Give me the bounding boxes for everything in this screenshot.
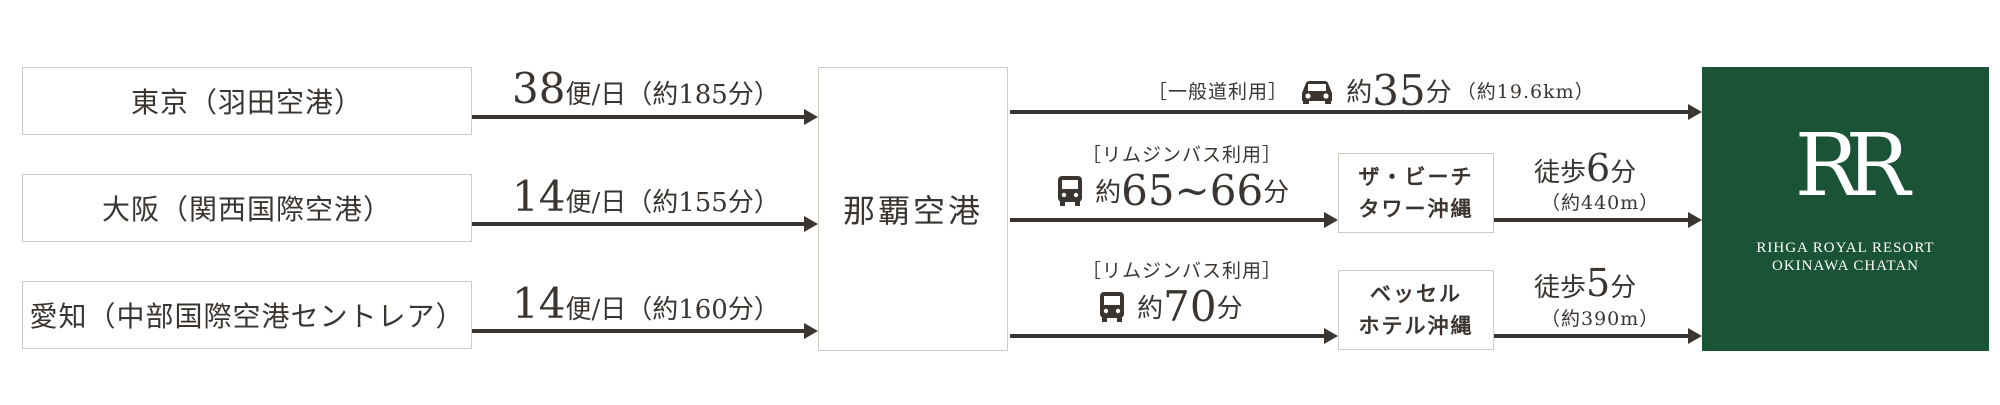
hub-naha-box: 那覇空港: [818, 67, 1008, 351]
flights-unit: 便/日: [565, 188, 627, 218]
bus1-unit: 分: [1263, 178, 1290, 208]
arrowhead-aichi: [804, 323, 818, 339]
car-minutes: 35: [1372, 66, 1426, 115]
origin-osaka-box: 大阪（関西国際空港）: [22, 174, 472, 242]
flight-duration: （約160分）: [626, 295, 780, 325]
stop-beach-tower-line1: ザ・ビーチ: [1358, 164, 1474, 189]
walk2-minutes: 5: [1586, 261, 1611, 305]
walk1-arrow: [1494, 218, 1688, 222]
bus2-unit: 分: [1216, 294, 1243, 324]
stop-vessel-line2: ホテル沖縄: [1358, 313, 1474, 338]
origin-aichi-label: 愛知（中部国際空港セントレア）: [29, 300, 465, 333]
walk1-unit: 分: [1610, 158, 1637, 188]
bus1-prefix: 約: [1095, 178, 1122, 208]
walk2-arrow: [1494, 334, 1688, 338]
car-route-arrow: [1010, 110, 1688, 114]
flights-count: 14: [512, 279, 566, 328]
flights-unit: 便/日: [565, 295, 627, 325]
flight-duration: （約185分）: [626, 80, 780, 110]
origin-tokyo-box: 東京（羽田空港）: [22, 67, 472, 135]
flights-count: 14: [512, 172, 566, 221]
flights-unit: 便/日: [565, 80, 627, 110]
walk2-arrowhead: [1688, 328, 1702, 344]
bus2-prefix: 約: [1137, 294, 1164, 324]
bus2-arrowhead: [1324, 328, 1338, 344]
walk1-time: 徒歩6分: [1534, 146, 1636, 190]
hotel-name-line1: RIHGA ROYAL RESORT: [1756, 240, 1935, 256]
walk2-time: 徒歩5分: [1534, 261, 1636, 305]
car-icon: [1302, 80, 1333, 104]
walk1-arrowhead: [1688, 212, 1702, 228]
flight-label-osaka: 14便/日（約155分）: [512, 172, 780, 221]
flight-arrow-aichi: [472, 329, 804, 333]
destination-hotel-panel: RR RIHGA ROYAL RESORT OKINAWA CHATAN: [1702, 67, 1989, 351]
hotel-name: RIHGA ROYAL RESORT OKINAWA CHATAN: [1702, 239, 1989, 275]
stop-vessel-line1: ベッセル: [1370, 281, 1462, 306]
flight-label-tokyo: 38便/日（約185分）: [512, 64, 780, 113]
bus-icon: [1100, 291, 1124, 322]
stop-beach-tower-line2: タワー沖縄: [1358, 196, 1474, 221]
bus2-route-arrow: [1010, 334, 1324, 338]
bus1-route-arrow: [1010, 218, 1324, 222]
car-unit: 分: [1425, 78, 1452, 108]
walk1-distance: （約440m）: [1541, 192, 1660, 214]
flights-count: 38: [512, 64, 566, 113]
walk1-minutes: 6: [1586, 146, 1611, 190]
flight-arrow-tokyo: [472, 115, 804, 119]
car-distance: （約19.6km）: [1456, 81, 1595, 103]
arrowhead-tokyo: [804, 109, 818, 125]
origin-tokyo-label: 東京（羽田空港）: [130, 86, 363, 119]
hub-label: 那覇空港: [842, 192, 983, 230]
bus1-time-label: 約65~66分: [1056, 166, 1289, 215]
arrowhead-osaka: [804, 216, 818, 232]
bus1-arrowhead: [1324, 212, 1338, 228]
car-mode: ［一般道利用］: [1148, 81, 1289, 103]
car-route-label: ［一般道利用］ 約35分 （約19.6km）: [1148, 66, 1595, 115]
flight-label-aichi: 14便/日（約160分）: [512, 279, 780, 328]
walk2-unit: 分: [1610, 273, 1637, 303]
hotel-name-line2: OKINAWA CHATAN: [1771, 258, 1919, 274]
stop-vessel-box: ベッセル ホテル沖縄: [1338, 270, 1494, 350]
bus2-minutes: 70: [1163, 282, 1217, 331]
bus-icon: [1058, 175, 1082, 206]
stop-beach-tower-box: ザ・ビーチ タワー沖縄: [1338, 153, 1494, 233]
origin-osaka-label: 大阪（関西国際空港）: [101, 193, 392, 226]
car-prefix: 約: [1346, 78, 1373, 108]
walk2-distance: （約390m）: [1541, 308, 1660, 330]
bus2-mode: ［リムジンバス利用］: [1082, 260, 1283, 282]
bus2-time-label: 約70分: [1098, 282, 1243, 331]
walk1-label: 徒歩: [1534, 158, 1587, 188]
car-arrowhead: [1688, 104, 1702, 120]
origin-aichi-box: 愛知（中部国際空港セントレア）: [22, 281, 472, 349]
hotel-logo-icon: RR: [1794, 116, 1911, 216]
flight-arrow-osaka: [472, 222, 804, 226]
bus1-mode: ［リムジンバス利用］: [1082, 144, 1283, 166]
bus1-minutes: 65~66: [1121, 166, 1264, 215]
flight-duration: （約155分）: [626, 188, 780, 218]
walk2-label: 徒歩: [1534, 273, 1587, 303]
